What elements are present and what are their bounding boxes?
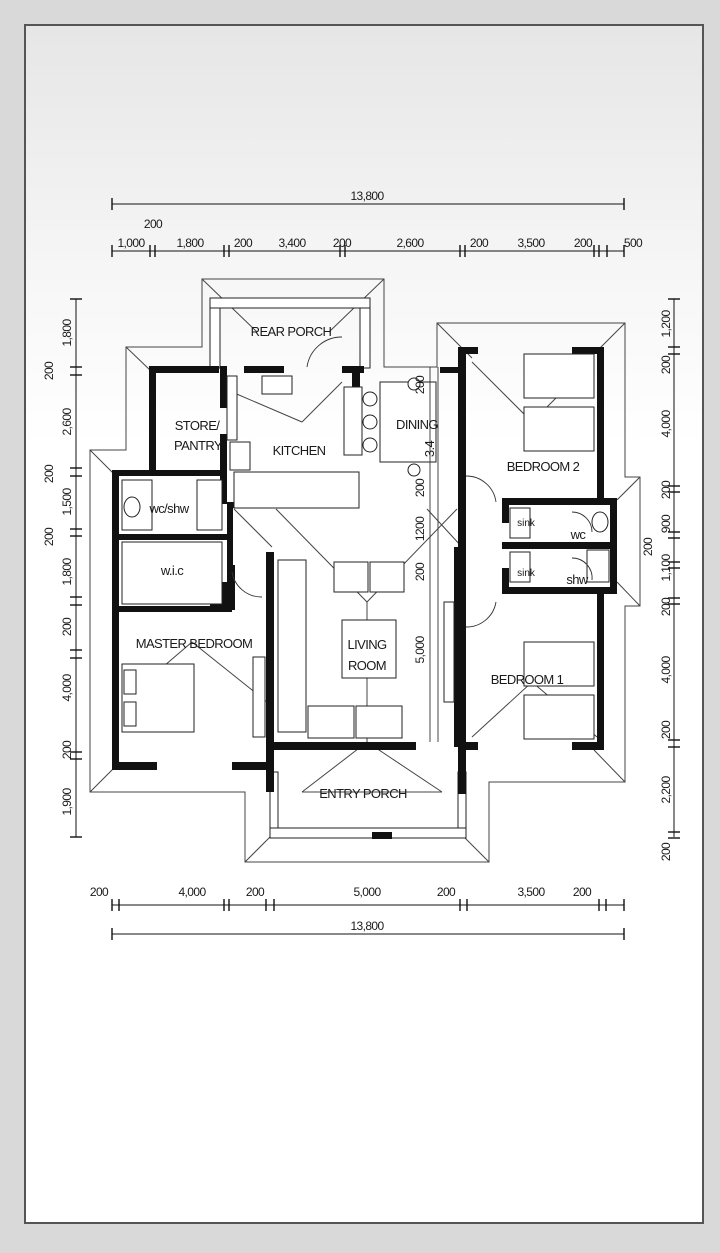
- dim-left-2: 2,600: [60, 408, 74, 436]
- room-master-bedroom: MASTER BEDROOM: [136, 636, 253, 651]
- dim-bottom-2: 200: [246, 885, 265, 899]
- dim-bottom-4: 200: [437, 885, 456, 899]
- room-sink-bottom: sink: [517, 568, 536, 579]
- dim-left-10: 1,900: [60, 788, 74, 816]
- room-kitchen: KITCHEN: [273, 443, 326, 458]
- floor-plan: 13,800 200 1,000 1,800 200 3,400 200 2,6…: [42, 189, 680, 940]
- furniture: [121, 353, 610, 740]
- dim-bottom-6: 200: [573, 885, 592, 899]
- dim-right-4: 900: [659, 514, 673, 533]
- dim-bottom-total: 13,800: [350, 919, 384, 933]
- room-dining-size: 3.4: [422, 440, 437, 457]
- dim-left-4: 1,500: [60, 488, 74, 516]
- dim-left-8: 4,000: [60, 674, 74, 702]
- dim-right-3: 200: [659, 480, 673, 499]
- dim-bottom-5: 3,500: [517, 885, 545, 899]
- dim-top-4: 200: [333, 236, 352, 250]
- dim-right-0: 1,200: [659, 310, 673, 338]
- dim-left-3: 200: [42, 464, 56, 483]
- dim-top-total: 13,800: [350, 189, 384, 203]
- dim-dining-top: 200: [413, 375, 427, 394]
- dim-top-0: 1,000: [117, 236, 145, 250]
- dim-top-8: 200: [574, 236, 593, 250]
- dim-top-5: 2,600: [396, 236, 424, 250]
- room-wc-shw: wc/shw: [148, 501, 189, 516]
- dim-top-7: 3,500: [517, 236, 545, 250]
- dimensions-right: 1,200 200 4,000 200 900 200 1,100 200 4,…: [641, 310, 673, 862]
- entry-porch-columns: [269, 771, 467, 839]
- room-wc: wc: [570, 527, 587, 542]
- dim-top-1: 1,800: [176, 236, 204, 250]
- room-entry-porch: ENTRY PORCH: [319, 786, 407, 801]
- dim-right-10: 2,200: [659, 776, 673, 804]
- dim-top-2: 200: [234, 236, 253, 250]
- drawing-sheet: 13,800 200 1,000 1,800 200 3,400 200 2,6…: [24, 24, 704, 1224]
- room-bedroom1: BEDROOM 1: [491, 672, 564, 687]
- dimension-ticks: [70, 198, 680, 940]
- dim-left-7: 200: [60, 617, 74, 636]
- dim-top-6: 200: [470, 236, 489, 250]
- dim-right-9: 200: [659, 720, 673, 739]
- dim-right-7: 200: [659, 597, 673, 616]
- room-rear-porch: REAR PORCH: [251, 324, 332, 339]
- dim-bottom-3: 5,000: [353, 885, 381, 899]
- room-sink-top: sink: [517, 518, 536, 529]
- dim-left-1: 200: [42, 361, 56, 380]
- room-living: LIVING: [347, 637, 387, 652]
- dimensions-left: 1,800 200 2,600 200 1,500 200 1,800 200 …: [42, 319, 74, 816]
- dim-bottom-1: 4,000: [178, 885, 206, 899]
- dim-left-9: 200: [60, 740, 74, 759]
- room-wic: w.i.c: [160, 563, 184, 578]
- room-bedroom2: BEDROOM 2: [507, 459, 580, 474]
- dim-dining-bottom: 200: [413, 478, 427, 497]
- dimensions-interior: 200 200 1200 200 5,000: [413, 375, 427, 664]
- dim-mid-200: 200: [413, 562, 427, 581]
- dim-right-1: 200: [659, 355, 673, 374]
- dim-top-200-raised: 200: [144, 217, 163, 231]
- room-room: ROOM: [348, 658, 386, 673]
- room-labels: REAR PORCH STORE/ PANTRY KITCHEN DINING …: [136, 324, 590, 801]
- dim-living-5000: 5,000: [413, 636, 427, 664]
- dim-left-0: 1,800: [60, 319, 74, 347]
- dimensions-bottom: 200 4,000 200 5,000 200 3,500 200 13,800: [90, 885, 593, 933]
- dimensions-top: 13,800 200 1,000 1,800 200 3,400 200 2,6…: [117, 189, 643, 250]
- dim-right-8: 4,000: [659, 656, 673, 684]
- door-swings: [231, 336, 593, 742]
- dim-right-6: 1,100: [659, 554, 673, 582]
- dim-right-2: 4,000: [659, 410, 673, 438]
- dim-top-9: 500: [624, 236, 643, 250]
- room-pantry: PANTRY: [174, 438, 223, 453]
- room-store: STORE/: [175, 418, 221, 433]
- dim-left-6: 1,800: [60, 558, 74, 586]
- room-shw: shw: [566, 572, 589, 587]
- dim-bottom-0: 200: [90, 885, 109, 899]
- dim-right-11: 200: [659, 842, 673, 861]
- dim-mid-1200: 1200: [413, 516, 427, 541]
- dim-left-5: 200: [42, 527, 56, 546]
- dim-right-5: 200: [641, 537, 655, 556]
- walls: [112, 347, 617, 839]
- dim-top-3: 3,400: [278, 236, 306, 250]
- room-dining: DINING: [396, 417, 438, 432]
